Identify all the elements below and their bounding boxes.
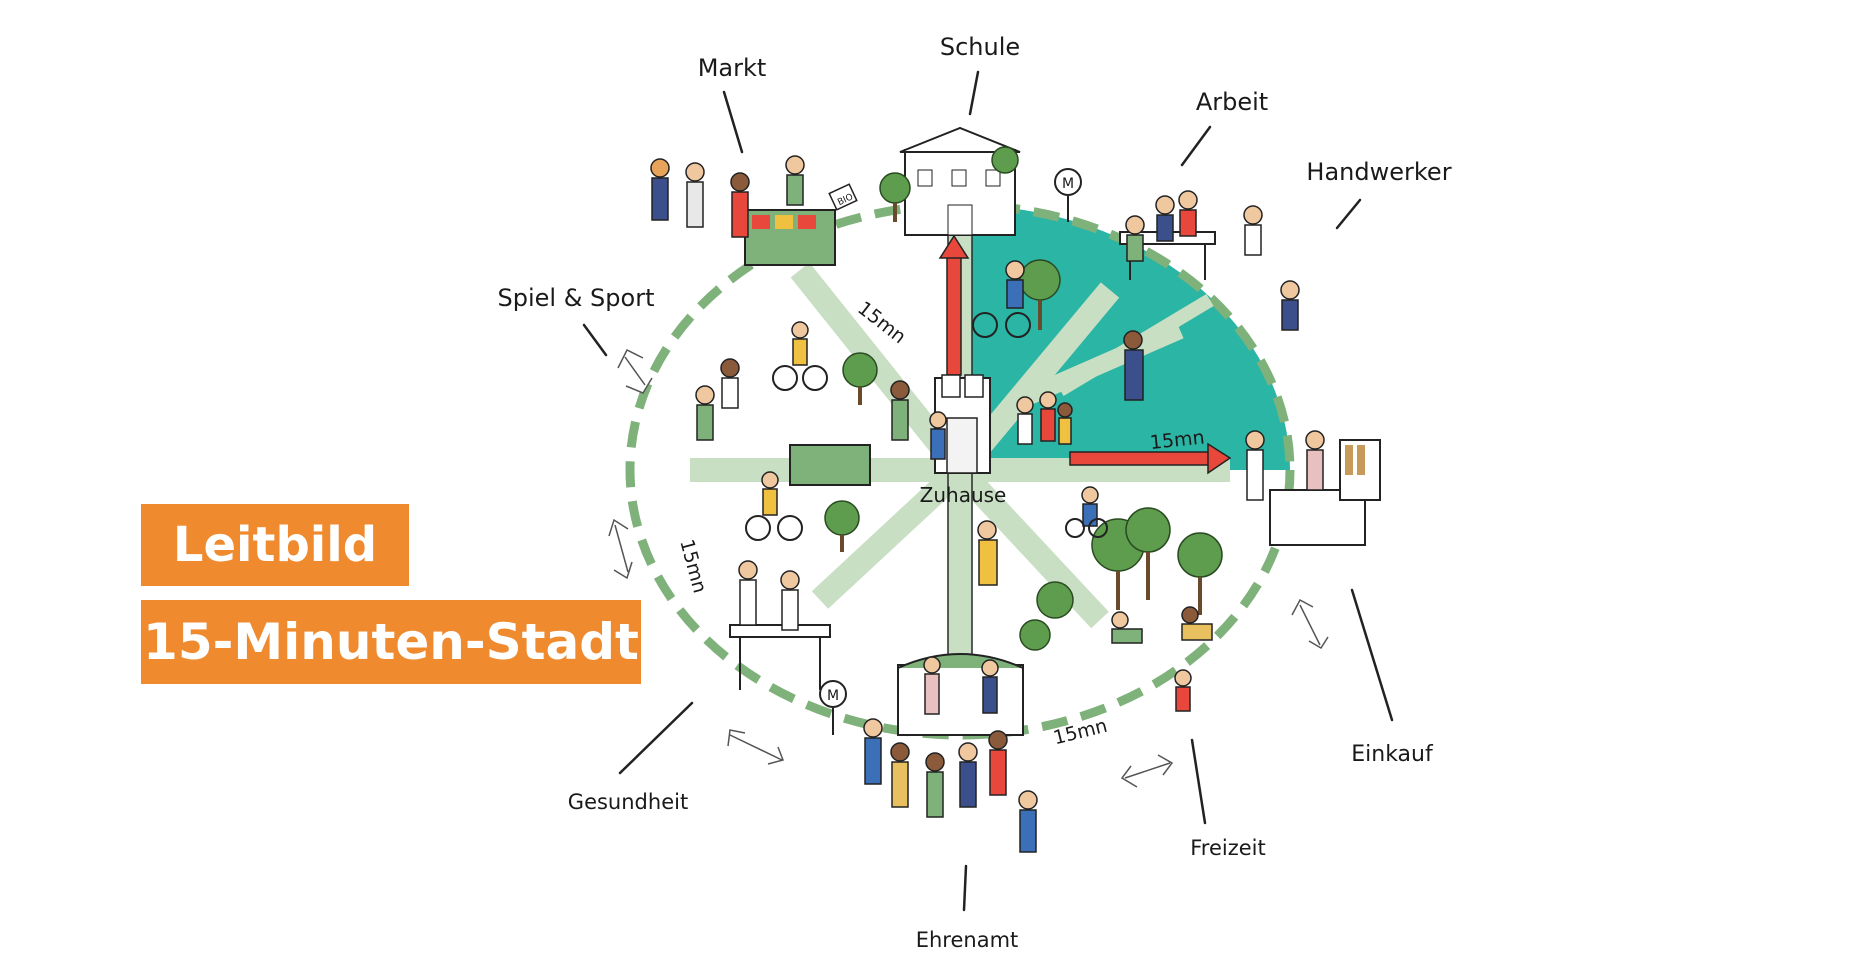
title-line-1: Leitbild: [141, 504, 409, 586]
metro-sign-bottom-label: M: [827, 688, 839, 704]
label-markt: Markt: [698, 54, 767, 82]
school-building: [899, 126, 1021, 236]
people-figures: [650, 155, 1325, 853]
home-building: [934, 374, 991, 474]
destination-labels: Markt Schule Arbeit Handwerker Spiel & S…: [498, 33, 1452, 952]
tree-trunks: [840, 203, 1202, 615]
title-line-2: 15-Minuten-Stadt: [141, 600, 641, 684]
label-ehrenamt: Ehrenamt: [916, 928, 1019, 952]
red-arrow-north: [938, 234, 970, 376]
label-leader-lines: [582, 70, 1394, 912]
metro-sign-top-label: M: [1062, 176, 1074, 192]
doctor-desk: [729, 624, 831, 690]
label-arbeit: Arbeit: [1196, 88, 1268, 116]
metro-sign-top: [1054, 168, 1082, 222]
label-schule: Schule: [940, 33, 1020, 61]
time-label-west: 15mn: [675, 537, 710, 596]
volunteer-stage: [897, 653, 1024, 736]
label-freizeit: Freizeit: [1190, 836, 1266, 860]
foosball-table: [789, 444, 871, 486]
shop-counter: [1269, 439, 1381, 546]
label-spiel-sport: Spiel & Sport: [498, 284, 655, 312]
label-einkauf: Einkauf: [1351, 742, 1434, 767]
label-gesundheit: Gesundheit: [568, 790, 688, 814]
center-label-zuhause: Zuhause: [920, 483, 1007, 507]
ring-arrows: [608, 348, 1329, 788]
trees: [824, 146, 1223, 651]
red-arrow-east: [1069, 442, 1232, 475]
market-stall: [744, 183, 858, 266]
bicycles: [745, 312, 1108, 541]
metro-sign-bottom: [819, 680, 847, 735]
label-handwerker: Handwerker: [1306, 158, 1451, 186]
